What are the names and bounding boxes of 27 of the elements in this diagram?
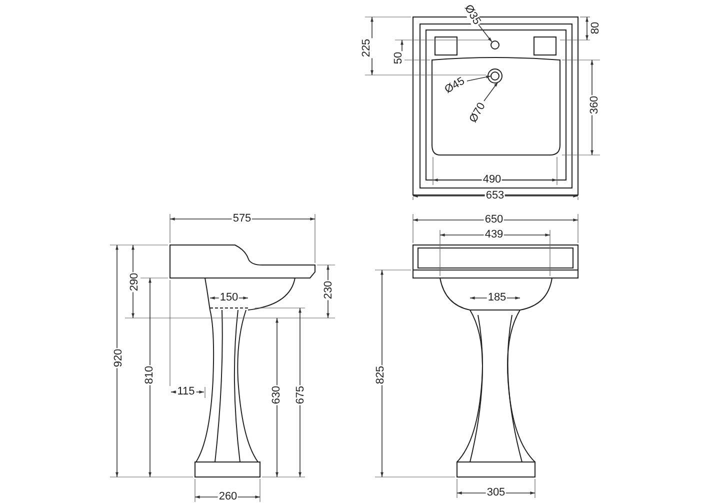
- dimension-label: 920: [114, 348, 124, 368]
- dimension-label: 630: [272, 384, 282, 406]
- dimension-label: 50: [394, 50, 404, 66]
- leader-line: [484, 82, 498, 102]
- dimension-label: 80: [590, 20, 602, 36]
- tap-hole: [490, 40, 500, 50]
- leader-line: [478, 24, 492, 42]
- dimension-label: 490: [482, 174, 502, 186]
- dimension-label: 810: [144, 364, 156, 386]
- dimension-label: 653: [484, 190, 506, 202]
- waste-outlet-ring: [488, 68, 502, 84]
- leader-line: [466, 76, 492, 82]
- dimension-label: 575: [232, 214, 252, 224]
- dimension-label: 650: [484, 214, 504, 226]
- dimension-label: 675: [296, 384, 306, 406]
- dimension-label: 150: [218, 292, 240, 304]
- dimension-label: 360: [590, 94, 600, 116]
- waste-outlet-hole: [490, 72, 500, 80]
- dimension-label: 439: [484, 230, 504, 240]
- dimension-label: 185: [486, 292, 508, 304]
- dimension-label: 290: [130, 272, 140, 292]
- dimension-label: 260: [218, 492, 238, 502]
- dimension-label: 225: [362, 38, 372, 58]
- dimension-label: 305: [486, 488, 506, 498]
- dimension-label: 230: [324, 280, 334, 300]
- dimension-label: 115: [176, 386, 196, 398]
- dimension-label: 825: [376, 364, 386, 386]
